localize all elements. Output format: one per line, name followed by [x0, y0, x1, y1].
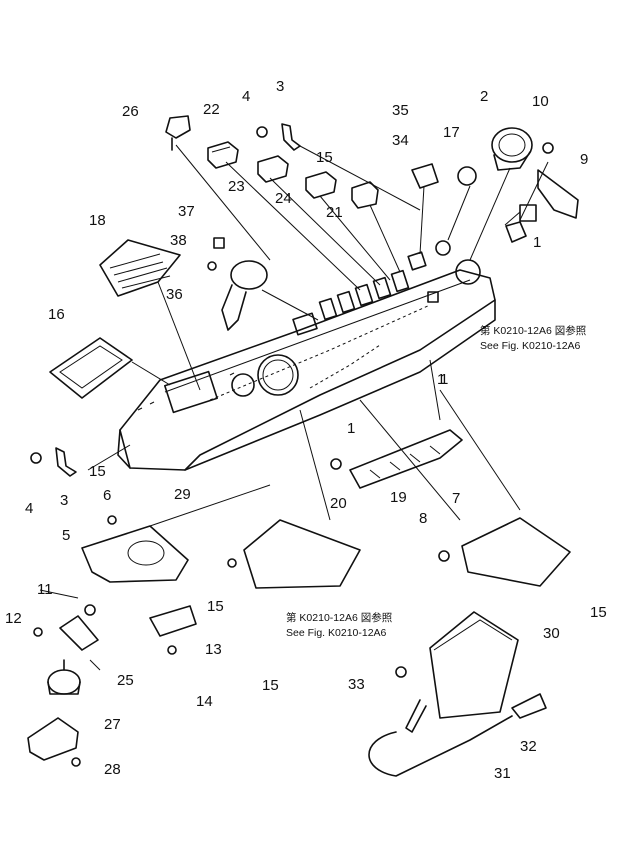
callout-33: 33: [348, 676, 365, 693]
callout-2: 2: [480, 88, 488, 105]
callout-15-left: 15: [89, 463, 106, 480]
callout-14: 14: [196, 693, 213, 710]
bracket-5: [81, 515, 189, 583]
controller-30: [405, 611, 519, 733]
switch-21: [351, 181, 379, 209]
callout-36: 36: [166, 286, 183, 303]
callout-labels: 26 22 4 3 35 2 10 9 34 17 15 23 24 21 37…: [5, 78, 607, 782]
switch-22: [207, 141, 239, 169]
callout-8: 8: [419, 510, 427, 527]
screw-28: [71, 757, 81, 767]
callout-19: 19: [390, 489, 407, 506]
clip-3-left: [55, 447, 77, 477]
bolt-37-38: [207, 237, 225, 271]
callout-24: 24: [275, 190, 292, 207]
bottom-ref-jp: 第 K0210-12A6 図参照: [286, 611, 393, 624]
callout-4: 4: [242, 88, 250, 105]
callout-1-lower: 1: [440, 371, 448, 388]
gauge-2: [491, 127, 533, 171]
callout-11: 11: [37, 581, 53, 598]
plate-16: [49, 337, 133, 399]
callout-9: 9: [580, 151, 588, 168]
callout-1-center: 1: [347, 420, 355, 437]
knob-27: [27, 717, 79, 761]
callout-26: 26: [122, 103, 139, 120]
callout-38: 38: [170, 232, 187, 249]
callout-5: 5: [62, 527, 70, 544]
switch-24: [305, 171, 337, 199]
callout-37: 37: [178, 203, 195, 220]
callout-20: 20: [330, 495, 347, 512]
top-ref-en: See Fig. K0210-12A6: [480, 340, 581, 352]
grille-18: [99, 239, 181, 297]
cable-31: [368, 693, 547, 777]
switch-25: [47, 659, 81, 695]
callout-1-mid: 1: [437, 371, 445, 388]
callout-17: 17: [443, 124, 460, 141]
callout-13: 13: [205, 641, 222, 658]
callout-3-left: 3: [60, 492, 68, 509]
cap-36: [221, 260, 268, 331]
callout-10: 10: [532, 93, 549, 110]
callout-15-bottom: 15: [262, 677, 279, 694]
bracket-9: [504, 169, 579, 226]
top-ref-jp: 第 K0210-12A6 図参照: [480, 324, 587, 337]
reference-notes: 第 K0210-12A6 図参照 See Fig. K0210-12A6 第 K…: [286, 324, 587, 639]
socket-26: [165, 115, 191, 151]
callout-28: 28: [104, 761, 121, 778]
callout-15-right: 15: [590, 604, 607, 621]
callout-22: 22: [203, 101, 220, 118]
callout-15-top: 15: [316, 149, 333, 166]
callout-25: 25: [117, 672, 134, 689]
callout-12: 12: [5, 610, 22, 627]
connector-1-right: [505, 221, 527, 243]
plate-7: [438, 517, 571, 587]
callout-15-midleft: 15: [207, 598, 224, 615]
cover-34: [411, 163, 439, 189]
parts-11-12: [33, 604, 99, 651]
bracket-13: [149, 605, 197, 655]
bolt-33: [395, 666, 407, 678]
callout-29: 29: [174, 486, 191, 503]
plate-center: [227, 519, 361, 589]
callout-3: 3: [276, 78, 284, 95]
clip-3-top: [281, 123, 301, 151]
upper-leaders: [131, 144, 549, 391]
lower-right-leaders: [299, 359, 521, 521]
callout-16: 16: [48, 306, 65, 323]
callout-23: 23: [228, 178, 245, 195]
callout-32: 32: [520, 738, 537, 755]
callout-30: 30: [543, 625, 560, 642]
callout-6: 6: [103, 487, 111, 504]
callout-18: 18: [89, 212, 106, 229]
terminal-19: [349, 429, 463, 489]
callout-21: 21: [326, 204, 343, 221]
callout-27: 27: [104, 716, 121, 733]
lamp-17: [457, 166, 477, 186]
callout-35: 35: [392, 102, 409, 119]
instrument-panel-housing: [117, 240, 496, 471]
callout-34: 34: [392, 132, 409, 149]
callout-7: 7: [452, 490, 460, 507]
bulb-10: [542, 142, 554, 154]
bottom-ref-en: See Fig. K0210-12A6: [286, 627, 387, 639]
callout-1-right: 1: [533, 234, 541, 251]
callout-31: 31: [494, 765, 511, 782]
bolt-4-top: [256, 126, 268, 138]
switch-23: [257, 155, 289, 183]
bolt-20: [330, 458, 342, 470]
lower-left-leaders: [39, 444, 271, 671]
bolt-4-left: [30, 452, 42, 464]
callout-4-left: 4: [25, 500, 33, 517]
